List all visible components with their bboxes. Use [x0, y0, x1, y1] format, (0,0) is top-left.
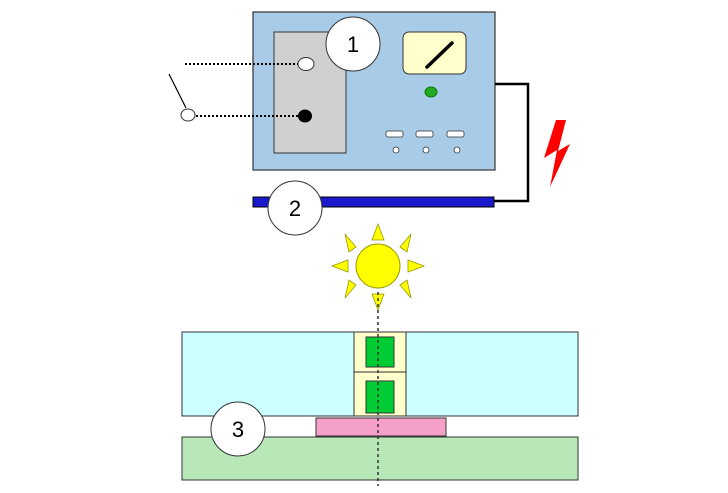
control-knob [422, 146, 430, 154]
terminal-open [297, 57, 315, 71]
sample-pad [315, 417, 447, 437]
switch-contact [180, 108, 196, 122]
label-circle-3 [210, 401, 266, 457]
measurement-device: 1 [252, 11, 496, 171]
label-circle-1 [325, 16, 381, 72]
switch-wiring [168, 63, 298, 122]
control-knob [453, 146, 461, 154]
terminal-closed [298, 109, 312, 123]
lightning-bolt-icon [544, 120, 570, 187]
electrode-bar [252, 196, 495, 208]
holder-lower-core [365, 380, 395, 414]
sun-icon [330, 222, 426, 312]
label-3: 3 [232, 417, 244, 442]
electrode: 2 [252, 180, 495, 236]
cable [494, 82, 530, 203]
control-button [446, 130, 465, 138]
control-button [385, 130, 404, 138]
label-1: 1 [347, 32, 359, 57]
control-knob [392, 146, 400, 154]
switch-lever [168, 73, 187, 109]
label-2: 2 [289, 196, 301, 221]
control-button [415, 130, 434, 138]
label-circle-2 [267, 180, 323, 236]
control-buttons [385, 130, 465, 154]
holder-stack [353, 331, 407, 417]
indicator-led [424, 86, 438, 98]
meter-display [402, 31, 467, 75]
meter-needle [425, 41, 454, 69]
holder-upper-core [365, 336, 395, 368]
